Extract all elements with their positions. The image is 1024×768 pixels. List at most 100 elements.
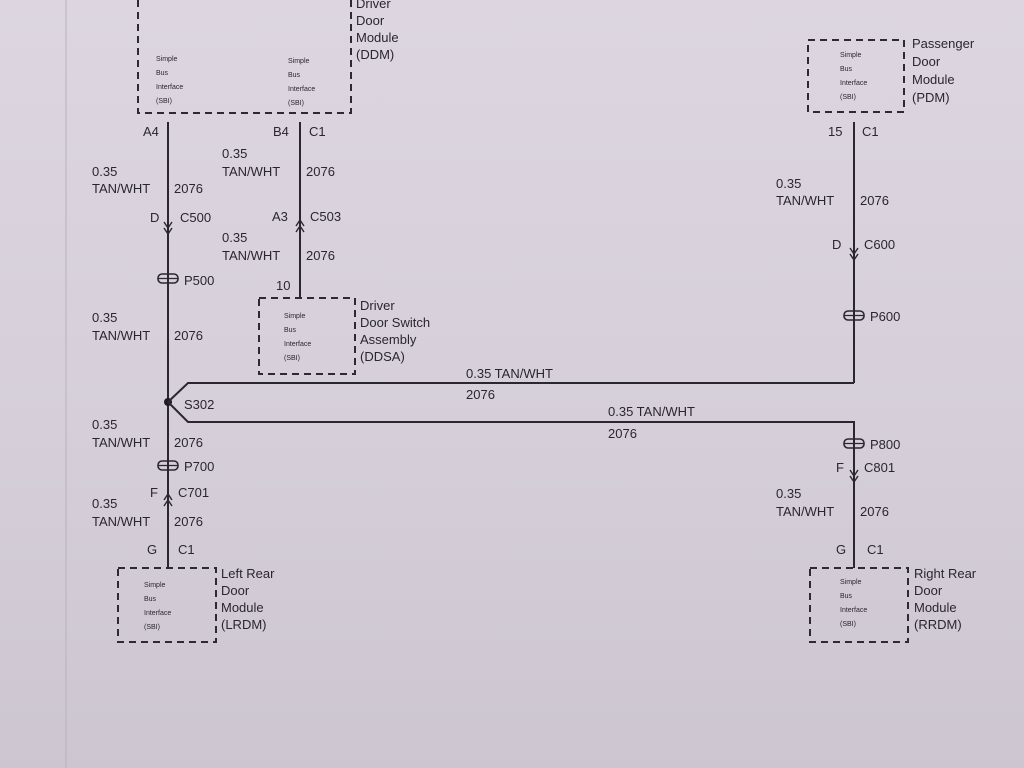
- upper-bus-circuit: 2076: [466, 387, 495, 402]
- ddsa-name-line-2: Door Switch: [360, 315, 430, 330]
- ddm-sbi-right-2: Bus: [288, 72, 301, 79]
- seg4-circuit: 2076: [174, 514, 203, 529]
- seg4-gauge: 0.35: [92, 496, 117, 511]
- seg7-circuit: 2076: [860, 193, 889, 208]
- lrdm-sbi-2: Bus: [144, 596, 157, 603]
- c503-pin-a3: A3: [272, 209, 288, 224]
- seg7-color: TAN/WHT: [776, 193, 834, 208]
- seg6-gauge: 0.35: [222, 230, 247, 245]
- ddm-name-line-2: Door: [356, 13, 385, 28]
- rrdm-module-box: [809, 567, 909, 643]
- lrdm-name-line-2: Door: [221, 583, 250, 598]
- lrdm-connector-c1: C1: [178, 542, 195, 557]
- ddm-sbi-right-1: Simple: [288, 58, 310, 65]
- ddm-name-line-1: Driver: [356, 0, 391, 11]
- seg1-circuit: 2076: [174, 181, 203, 196]
- ddm-sbi-right-3: Interface: [288, 86, 315, 93]
- wire-s302-to-pdm: [167, 382, 854, 403]
- p600-label: P600: [870, 309, 900, 324]
- wire-s302-to-rrdm: [167, 401, 855, 568]
- c701-connector-symbol: [163, 492, 173, 507]
- pdm-sbi-1: Simple: [840, 52, 862, 59]
- seg3-gauge: 0.35: [92, 417, 117, 432]
- p800-splice-pack: [843, 438, 865, 449]
- rrdm-sbi-4: (SBI): [840, 621, 856, 628]
- rrdm-name-line-2: Door: [914, 583, 943, 598]
- seg2-circuit: 2076: [174, 328, 203, 343]
- ddm-sbi-left-3: Interface: [156, 84, 183, 91]
- s302-label: S302: [184, 397, 214, 412]
- seg3-color: TAN/WHT: [92, 435, 150, 450]
- rrdm-connector-c1: C1: [867, 542, 884, 557]
- p500-splice-pack: [157, 273, 179, 284]
- c701-label: C701: [178, 485, 209, 500]
- lrdm-module: Left Rear Door Module (LRDM) Simple Bus …: [117, 542, 275, 643]
- pdm-pin-15: 15: [828, 124, 842, 139]
- lrdm-module-box: [117, 567, 217, 643]
- seg8-color: TAN/WHT: [776, 504, 834, 519]
- seg4-color: TAN/WHT: [92, 514, 150, 529]
- seg1-gauge: 0.35: [92, 164, 117, 179]
- c701-pin-f: F: [150, 485, 158, 500]
- lrdm-name-line-4: (LRDM): [221, 617, 267, 632]
- seg1-color: TAN/WHT: [92, 181, 150, 196]
- rrdm-pin-g: G: [836, 542, 846, 557]
- seg7-gauge: 0.35: [776, 176, 801, 191]
- p500-label: P500: [184, 273, 214, 288]
- seg8-gauge: 0.35: [776, 486, 801, 501]
- c801-label: C801: [864, 460, 895, 475]
- ddsa-sbi-4: (SBI): [284, 355, 300, 362]
- pdm-name-line-1: Passenger: [912, 36, 975, 51]
- ddm-sbi-right-4: (SBI): [288, 100, 304, 107]
- upper-horizontal-bus: 0.35 TAN/WHT 2076: [167, 366, 854, 403]
- ddm-name-line-3: Module: [356, 30, 399, 45]
- ddsa-sbi-2: Bus: [284, 327, 297, 334]
- ddsa-sbi-1: Simple: [284, 313, 306, 320]
- pdm-sbi-2: Bus: [840, 66, 853, 73]
- p700-splice-pack: [157, 460, 179, 471]
- pdm-connector-c1: C1: [862, 124, 879, 139]
- p800-label: P800: [870, 437, 900, 452]
- seg3-circuit: 2076: [174, 435, 203, 450]
- ddsa-pin-10: 10: [276, 278, 290, 293]
- seg5-circuit: 2076: [306, 164, 335, 179]
- seg5-color: TAN/WHT: [222, 164, 280, 179]
- seg5-gauge: 0.35: [222, 146, 247, 161]
- lower-horizontal-bus: 0.35 TAN/WHT 2076 P800 F C801 0.35 TAN/W…: [167, 401, 900, 568]
- c600-label: C600: [864, 237, 895, 252]
- lrdm-pin-g: G: [147, 542, 157, 557]
- ddm-sbi-left-2: Bus: [156, 70, 169, 77]
- seg2-color: TAN/WHT: [92, 328, 150, 343]
- ddsa-name-line-4: (DDSA): [360, 349, 405, 364]
- lower-bus-circuit: 2076: [608, 426, 637, 441]
- c503-connector-symbol: [295, 218, 305, 233]
- ddm-module: Driver Door Module (DDM) Simple Bus Inte…: [137, 0, 399, 139]
- pdm-name-line-4: (PDM): [912, 90, 950, 105]
- rrdm-sbi-1: Simple: [840, 579, 862, 586]
- pdm-module: Passenger Door Module (PDM) Simple Bus I…: [807, 36, 975, 139]
- c500-connector-symbol: [163, 221, 173, 236]
- ddsa-sbi-3: Interface: [284, 341, 311, 348]
- ddsa-module-box: [258, 297, 356, 375]
- lrdm-sbi-1: Simple: [144, 582, 166, 589]
- pdm-sbi-4: (SBI): [840, 94, 856, 101]
- ddm-module-box: [137, 0, 352, 114]
- pdm-name-line-2: Door: [912, 54, 941, 69]
- ddm-sbi-left-1: Simple: [156, 56, 178, 63]
- pdm-name-line-3: Module: [912, 72, 955, 87]
- c600-pin-d: D: [832, 237, 841, 252]
- c503-label: C503: [310, 209, 341, 224]
- left-bus-wire: D C500 0.35 TAN/WHT 2076 P500 0.35 TAN/W…: [92, 122, 214, 568]
- rrdm-sbi-3: Interface: [840, 607, 867, 614]
- ddsa-name-line-3: Assembly: [360, 332, 417, 347]
- ddsa-wire: 0.35 TAN/WHT 2076 A3 C503 0.35 TAN/WHT 2…: [222, 122, 341, 298]
- upper-bus-label: 0.35 TAN/WHT: [466, 366, 553, 381]
- seg8-circuit: 2076: [860, 504, 889, 519]
- c600-connector-symbol: [849, 247, 859, 262]
- rrdm-name-line-1: Right Rear: [914, 566, 977, 581]
- ddsa-name-line-1: Driver: [360, 298, 395, 313]
- seg6-circuit: 2076: [306, 248, 335, 263]
- c500-pin-d: D: [150, 210, 159, 225]
